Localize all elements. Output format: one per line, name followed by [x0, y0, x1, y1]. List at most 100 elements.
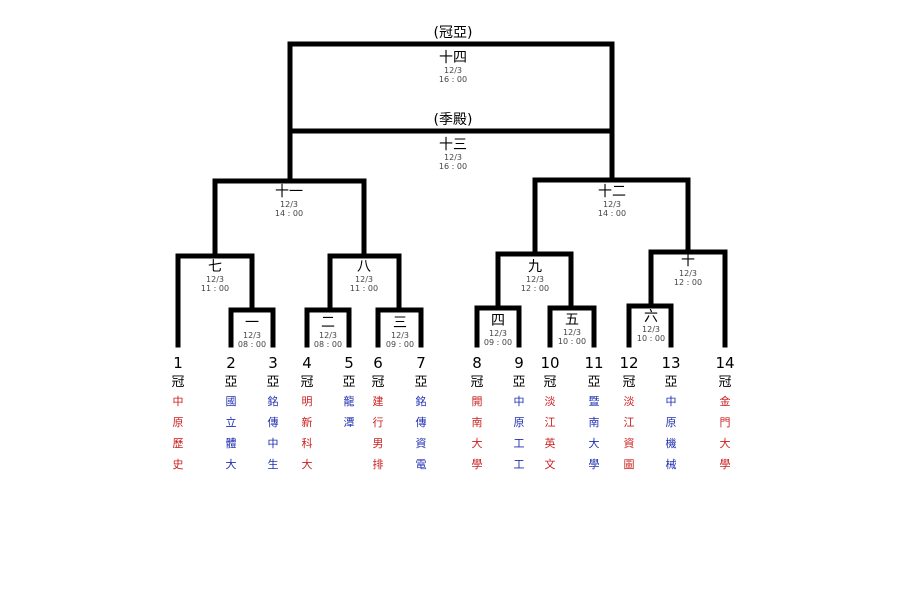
- match-name: 一: [245, 315, 259, 331]
- match-time: 16 : 00: [439, 75, 467, 84]
- team-name-char: 史: [173, 458, 184, 471]
- team-name-char: 淡: [545, 395, 556, 408]
- team-number: 12: [619, 354, 638, 372]
- match-time: 08 : 00: [314, 340, 342, 349]
- team-name-char: 學: [720, 458, 731, 471]
- team-number: 14: [715, 354, 734, 372]
- match-name: 十四: [439, 50, 467, 66]
- match-name: 十一: [275, 184, 303, 200]
- team-name-char: 電: [416, 458, 427, 471]
- team-result: 冠: [622, 375, 635, 390]
- team-name-char: 大: [472, 436, 483, 450]
- match-time: 08 : 00: [238, 340, 266, 349]
- team-name-char: 潭: [344, 416, 355, 429]
- team-name-char: 中: [666, 395, 677, 408]
- match-name: 三: [393, 315, 407, 331]
- team-name-char: 江: [545, 416, 556, 429]
- team-name-char: 學: [472, 458, 483, 471]
- team-result: 亞: [224, 375, 237, 390]
- team-result: 亞: [266, 375, 279, 390]
- match-name: 八: [357, 259, 371, 275]
- team-result: 冠: [543, 375, 556, 390]
- match-time: 12 : 00: [521, 284, 549, 293]
- team-name-char: 中: [173, 395, 184, 408]
- team-number: 3: [268, 354, 278, 372]
- team-result: 冠: [300, 375, 313, 390]
- match-name: 二: [321, 315, 335, 331]
- match-time: 14 : 00: [275, 209, 303, 218]
- team-name-char: 南: [589, 416, 600, 429]
- team-name-char: 中: [514, 395, 525, 408]
- team-result: 冠: [171, 375, 184, 390]
- team-name-char: 圖: [624, 458, 635, 471]
- team-number: 2: [226, 354, 236, 372]
- team-name-char: 機: [666, 436, 677, 450]
- team-name-char: 立: [226, 415, 237, 429]
- team-name-char: 傳: [268, 416, 279, 429]
- team-number: 8: [472, 354, 482, 372]
- team-number: 10: [540, 354, 559, 372]
- final-label: (冠亞): [434, 25, 473, 41]
- team-name-char: 大: [302, 457, 313, 471]
- team-name-char: 生: [268, 457, 279, 471]
- match-date: 12/3: [243, 331, 261, 340]
- team-result: 亞: [587, 375, 600, 390]
- team-name-char: 原: [514, 416, 525, 429]
- match-time: 09 : 00: [484, 338, 512, 347]
- team-name-char: 南: [472, 416, 483, 429]
- match-name: 九: [528, 259, 542, 275]
- team-name-char: 行: [373, 416, 384, 429]
- team-name-char: 銘: [416, 394, 427, 408]
- team-name-char: 資: [416, 437, 427, 450]
- match-date: 12/3: [563, 328, 581, 337]
- team-result: 亞: [664, 375, 677, 390]
- match-name: 五: [565, 312, 579, 328]
- match-name: 四: [491, 313, 505, 329]
- team-number: 11: [584, 354, 603, 372]
- team-name-char: 大: [226, 457, 237, 471]
- team-name-char: 建: [373, 394, 384, 408]
- team-result: 亞: [512, 375, 525, 390]
- team-name-char: 資: [624, 437, 635, 450]
- team-name-char: 新: [302, 415, 313, 429]
- team-name-char: 原: [173, 416, 184, 429]
- match-time: 09 : 00: [386, 340, 414, 349]
- team-name-char: 學: [589, 458, 600, 471]
- match-time: 10 : 00: [558, 337, 586, 346]
- team-name-char: 傳: [416, 416, 427, 429]
- match-date: 12/3: [280, 200, 298, 209]
- team-result: 冠: [371, 375, 384, 390]
- team-name-char: 科: [302, 436, 313, 450]
- third-place-label: (季殿): [434, 112, 473, 128]
- match-date: 12/3: [391, 331, 409, 340]
- team-number: 4: [302, 354, 312, 372]
- match-name: 七: [208, 259, 222, 275]
- match-date: 12/3: [355, 275, 373, 284]
- match-date: 12/3: [642, 325, 660, 334]
- match-date: 12/3: [679, 269, 697, 278]
- match-date: 12/3: [206, 275, 224, 284]
- match-time: 16 : 00: [439, 162, 467, 171]
- match-time: 10 : 00: [637, 334, 665, 343]
- match-time: 14 : 00: [598, 209, 626, 218]
- match-date: 12/3: [444, 153, 462, 162]
- team-name-char: 文: [545, 457, 556, 471]
- match-date: 12/3: [444, 66, 462, 75]
- team-name-char: 體: [226, 437, 237, 450]
- match-date: 12/3: [526, 275, 544, 284]
- team-name-char: 明: [302, 395, 313, 408]
- team-number: 5: [344, 354, 354, 372]
- match-time: 11 : 00: [350, 284, 378, 293]
- team-name-char: 英: [545, 436, 556, 450]
- match-date: 12/3: [489, 329, 507, 338]
- match-name: 六: [644, 309, 658, 325]
- team-name-char: 原: [666, 416, 677, 429]
- team-name-char: 男: [373, 437, 384, 450]
- team-number: 13: [661, 354, 680, 372]
- team-number: 6: [373, 354, 383, 372]
- team-name-char: 開: [472, 395, 483, 408]
- team-name-char: 排: [373, 457, 384, 471]
- team-name-char: 銘: [268, 394, 279, 408]
- match-time: 12 : 00: [674, 278, 702, 287]
